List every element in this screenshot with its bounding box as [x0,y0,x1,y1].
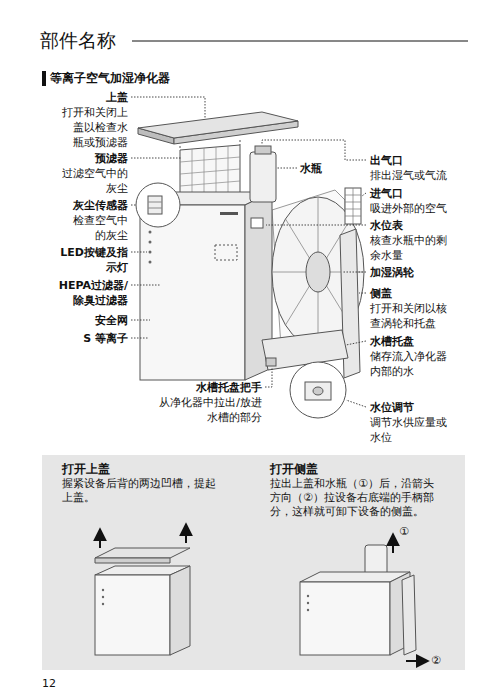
part-name: 加湿涡轮 [370,265,414,280]
section-heading: 等离子空气加湿净化器 [50,71,170,86]
open-side-cover-figure [300,535,427,661]
heading-bar [42,71,46,86]
part-name: 灰尘传感器 [73,198,128,213]
part-description: 吸进外部的空气 [370,201,447,216]
part-name: 水位表 [370,218,403,233]
part-description: 检查空气中 的灰尘 [69,213,128,243]
part-name: 侧盖 [370,286,392,301]
note-heading: 打开上盖 [62,461,220,477]
part-description: 打开和关闭以核 查涡轮和托盘 [370,301,451,331]
note-body: 握紧设备后背的两边凹槽，提起 上盖。 [62,477,220,505]
part-name: 安全网 [95,313,128,328]
part-name: 水槽托盘 [370,334,414,349]
part-name: 进气口 [370,186,403,201]
part-description: 从净化器中拉出/放进 水槽的部分 [154,395,262,425]
part-name: S 等离子 [83,331,128,346]
part-name: 水槽托盘把手 [196,380,262,395]
part-description: 排出湿气或气流 [370,168,447,183]
note-column: 打开侧盖拉出上盖和水瓶（①）后，沿箭头 方向（②）拉设备右底端的手柄部 分，这样… [256,455,465,670]
part-description: 核查水瓶中的剩 余水量 [370,233,451,263]
callout-number: ① [399,524,409,539]
callout-number: ② [431,653,441,668]
part-description: 打开和关闭上 盖以检查水 瓶或预滤器 [61,105,128,150]
part-description: 储存流入净化器 内部的水 [370,349,451,379]
open-top-cover-figure [95,525,190,655]
page-number: 12 [42,676,56,691]
part-description: 过滤空气中的 灰尘 [58,166,128,196]
note-column: 打开上盖握紧设备后背的两边凹槽，提起 上盖。 [42,455,256,670]
part-description: 调节水供应量或 水位 [370,415,451,445]
leader-lines [131,97,366,407]
part-name: 水瓶 [300,161,322,176]
note-heading: 打开侧盖 [270,461,442,477]
title-rule [132,41,468,42]
part-name: HEPA过滤器/ 除臭过滤器 [46,278,128,308]
page-title: 部件名称 [40,28,116,52]
note-body: 拉出上盖和水瓶（①）后，沿箭头 方向（②）拉设备右底端的手柄部 分，这样就可卸下… [270,477,442,519]
part-name: 水位调节 [370,400,414,415]
part-name: 预滤器 [95,151,128,166]
part-name: 上盖 [106,90,128,105]
note-panel [42,455,465,670]
part-name: 出气口 [370,153,403,168]
part-name: LED按键及指 示灯 [46,245,128,275]
